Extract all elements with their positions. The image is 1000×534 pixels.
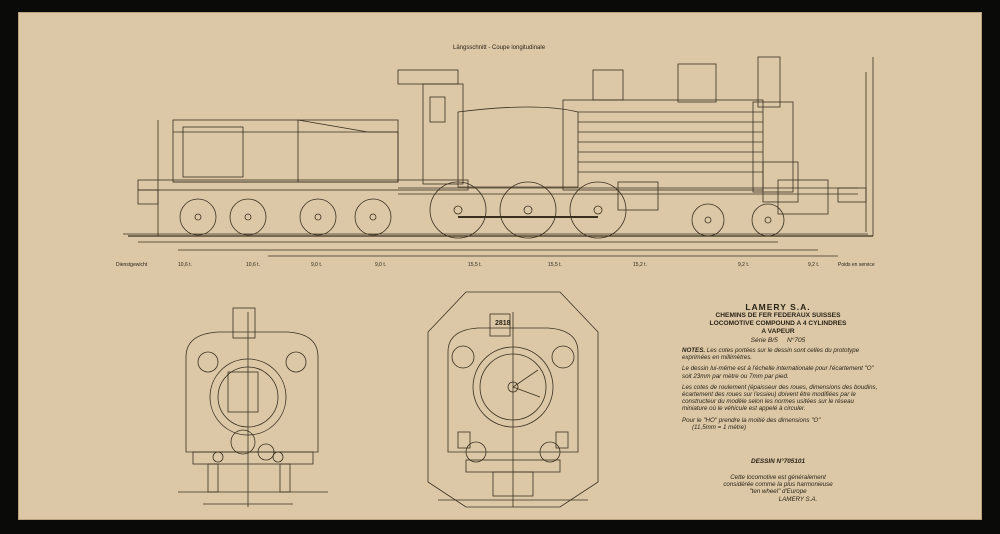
axle-weight: 9,2 t. (738, 262, 750, 268)
title-line-2: LOCOMOTIVE COMPOUND A 4 CYLINDRES (709, 320, 847, 327)
notes-block: NOTES. Les cotes portées sur le dessin s… (682, 347, 878, 435)
closing-line-2: considérée comme la plus harmonieuse (723, 481, 833, 489)
serie-label: Série B/5 (750, 337, 778, 344)
axle-weight: 9,0 t. (311, 262, 323, 268)
number-plate: 2818 (495, 320, 511, 327)
note-4: Pour le "HO" prendre la moitié des dimen… (682, 416, 821, 424)
closing-note: Cette locomotive est généralement consid… (678, 474, 878, 503)
axle-weight: 15,2 t. (633, 262, 647, 268)
model-number: N°705 (786, 337, 806, 344)
title-line-3: A VAPEUR (761, 328, 795, 335)
serie-line: Série B/5 N°705 (678, 336, 878, 345)
note-4b: (11,5mm = 1 mètre) (692, 423, 747, 431)
weight-row-label: Poids en service (838, 262, 875, 268)
note-2: Le dessin lui-même est à l'échelle inter… (682, 365, 874, 380)
rear-view-drawing (178, 291, 599, 508)
notes-heading: NOTES. (682, 347, 706, 354)
axle-weight: 9,0 t. (375, 262, 387, 268)
axle-weight: 15,5 t. (548, 262, 562, 268)
side-elevation-drawing (123, 56, 874, 257)
closing-line-3: "ten wheel" d'Europe (749, 488, 807, 496)
title-line-1: CHEMINS DE FER FEDERAUX SUISSES (715, 312, 841, 319)
weight-row-label: Dienstgewicht (116, 262, 148, 268)
closing-line-1: Cette locomotive est généralement (730, 474, 826, 481)
axle-weight: 15,5 t. (468, 262, 482, 268)
axle-weight-row: Dienstgewicht 10,6 t. 10,6 t. 9,0 t. 9,0… (18, 262, 982, 274)
title-block: LAMERY S.A. CHEMINS DE FER FEDERAUX SUIS… (678, 302, 878, 345)
blueprint-sheet: Längsschnitt - Coupe longitudinale (18, 12, 982, 520)
axle-weight: 10,6 t. (246, 262, 260, 268)
note-3: Les cotes de roulement (épaisseur des ro… (682, 383, 878, 413)
drawing-number: DESSIN N°705101 (750, 458, 806, 465)
note-1: NOTES. Les cotes portées sur le dessin s… (682, 347, 878, 361)
axle-weight: 10,6 t. (178, 262, 192, 268)
axle-weight: 9,2 t. (808, 262, 820, 268)
closing-signature: LAMERY S.A. (778, 495, 818, 503)
drawing-caption: Längsschnitt - Coupe longitudinale (453, 45, 546, 51)
brand-title: LAMERY S.A. (745, 302, 811, 312)
note-1-text: Les cotes portées sur le dessin sont cel… (682, 347, 860, 362)
